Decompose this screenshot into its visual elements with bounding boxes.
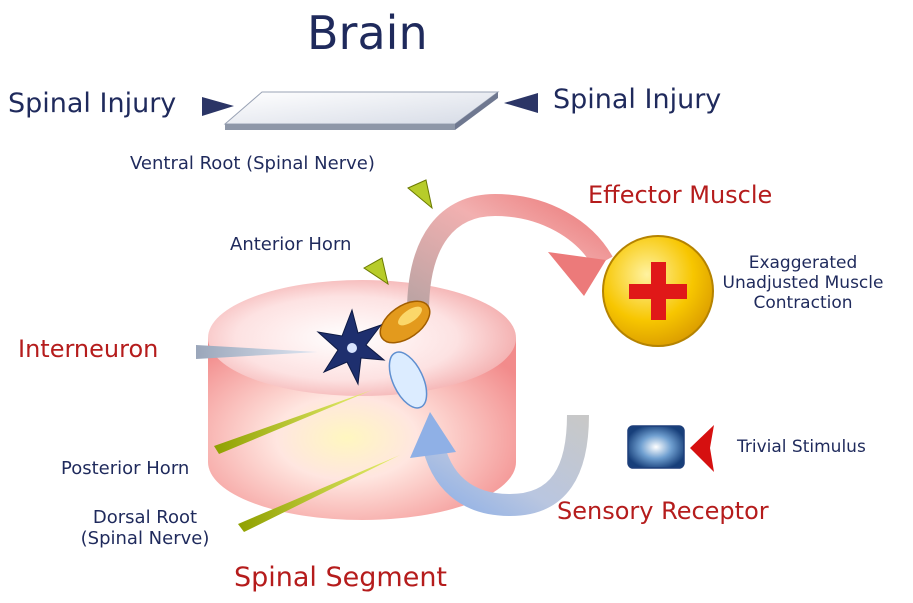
- dorsal-root-line-2: (Spinal Nerve): [60, 528, 230, 549]
- contraction-label: Exaggerated Unadjusted Muscle Contractio…: [718, 253, 888, 313]
- interneuron-label: Interneuron: [18, 335, 158, 363]
- contraction-line-2: Unadjusted Muscle: [718, 273, 888, 293]
- anterior-horn-label: Anterior Horn: [230, 234, 351, 255]
- trivial-stimulus-label: Trivial Stimulus: [737, 437, 866, 457]
- ventral-root-label: Ventral Root (Spinal Nerve): [130, 153, 375, 174]
- receptor-icon: [628, 426, 684, 468]
- spinal-segment-label: Spinal Segment: [234, 562, 447, 593]
- dorsal-root-line-1: Dorsal Root: [60, 507, 230, 528]
- right-injury-arrow: [504, 93, 538, 113]
- spinal-injury-label-left: Spinal Injury: [8, 88, 176, 119]
- ventral-root-pointer: [408, 180, 432, 208]
- dorsal-root-label: Dorsal Root (Spinal Nerve): [60, 507, 230, 549]
- diagram-title: Brain: [307, 6, 428, 60]
- effector-muscle-label: Effector Muscle: [588, 181, 772, 209]
- contraction-line-3: Contraction: [718, 293, 888, 313]
- sensory-receptor-label: Sensory Receptor: [557, 497, 769, 525]
- stimulus-arrow-icon: [690, 425, 714, 472]
- contraction-line-1: Exaggerated: [718, 253, 888, 273]
- posterior-horn-label: Posterior Horn: [61, 458, 189, 479]
- spinal-injury-plate: [225, 92, 498, 130]
- spinal-injury-label-right: Spinal Injury: [553, 84, 721, 115]
- effector-muscle-icon: [603, 236, 713, 346]
- left-injury-arrow: [202, 97, 234, 116]
